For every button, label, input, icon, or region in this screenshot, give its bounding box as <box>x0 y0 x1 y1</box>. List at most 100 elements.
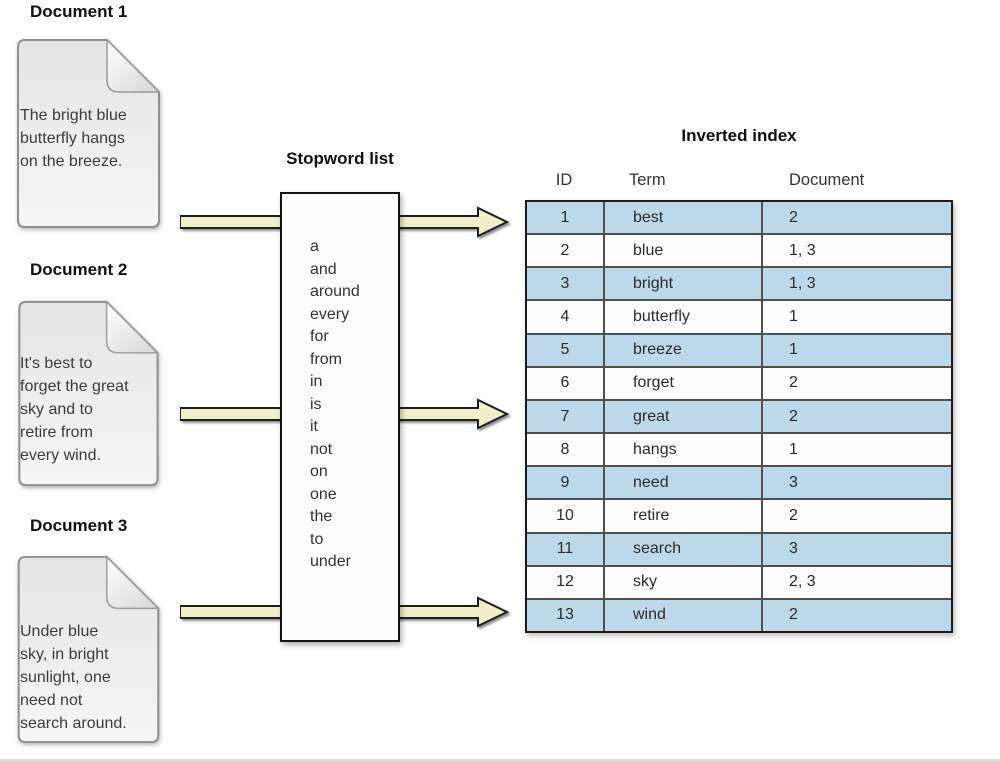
cell-term-value: blue <box>605 235 763 267</box>
text-line: butterfly hangs <box>20 130 125 147</box>
cell-id-value: 8 <box>527 434 605 466</box>
column-header-document: Document <box>789 171 865 189</box>
page-icon <box>17 38 161 228</box>
text-line: to <box>310 530 324 548</box>
page-icon <box>17 555 161 744</box>
text-line: one <box>310 485 337 503</box>
document-2: Document 2 It's best to forget the great s… <box>6 260 181 487</box>
cell-id-value: 13 <box>527 599 605 632</box>
cell-id-value: 5 <box>527 334 605 366</box>
document-3: Document 3 Under blue sky, in bright sunli… <box>6 516 181 744</box>
text-line: on <box>310 463 328 480</box>
text-line: a <box>310 238 319 255</box>
page-icon <box>18 300 160 487</box>
document-1-text: The bright blue butterfly hangs on the bre… <box>20 104 170 173</box>
cell-term-value: need <box>605 467 763 499</box>
text-line: every <box>310 305 350 323</box>
cell-term-value: sky <box>605 566 763 598</box>
cell-id-value: 4 <box>527 301 605 333</box>
text-line: every wind. <box>20 447 101 464</box>
text-line: sky and to <box>20 401 93 418</box>
text-line: not <box>310 440 333 458</box>
cell-document-value: 2 <box>789 407 798 425</box>
cell-document-value: 1 <box>789 341 798 359</box>
text-line: on the breeze. <box>20 153 123 170</box>
text-line: for <box>310 328 329 345</box>
cell-id-value: 9 <box>527 467 605 499</box>
text-line: sky, in bright <box>20 646 109 663</box>
cell-document-value: 1, 3 <box>789 241 816 259</box>
cell-id-value: 2 <box>527 235 605 267</box>
text-line: search around. <box>20 715 127 732</box>
cell-term-value: great <box>605 400 763 433</box>
text-line: forget the great <box>20 378 129 395</box>
text-line: sunlight, one <box>20 669 111 686</box>
cell-document-value: 3 <box>789 473 798 491</box>
cell-id-value: 11 <box>527 533 605 565</box>
text-line: Under blue <box>20 623 99 640</box>
inverted-index-headers: ID Term Document <box>525 171 953 190</box>
document-2-label: Document 2 <box>30 260 128 279</box>
text-line: need not <box>20 692 83 709</box>
cell-term-value: butterfly <box>605 301 763 333</box>
cell-document-value: 3 <box>789 540 798 558</box>
text-line: the <box>310 508 333 525</box>
inverted-index-title: Inverted index <box>681 126 797 145</box>
document-1: Document 1 The bright blue butterfly hang… <box>6 2 181 228</box>
document-3-text: Under blue sky, in bright sunlight, one nee… <box>20 620 170 735</box>
cell-term-value: search <box>605 533 763 565</box>
cell-id-value: 10 <box>527 500 605 532</box>
column-header-term: Term <box>629 171 666 189</box>
cell-term-value: bright <box>605 268 763 300</box>
text-line: and <box>310 260 337 278</box>
cell-term-value: breeze <box>605 334 763 366</box>
cell-term-value: wind <box>605 599 763 632</box>
text-line: retire from <box>20 424 93 441</box>
cell-id-value: 6 <box>527 367 605 399</box>
cell-term-value: best <box>605 202 763 234</box>
document-3-label: Document 3 <box>30 516 128 535</box>
cell-document-value: 2 <box>789 606 798 624</box>
cell-id-value: 1 <box>527 202 605 234</box>
image-bottom-edge <box>0 759 1000 761</box>
text-line: from <box>310 350 342 368</box>
cell-term-value: forget <box>605 367 763 399</box>
text-line: It's best to <box>20 355 93 372</box>
text-line: is <box>310 395 322 413</box>
column-header-id: ID <box>555 171 573 189</box>
cell-document-value: 1 <box>789 308 798 326</box>
cell-document-value: 2 <box>789 506 798 524</box>
cell-document-value: 1 <box>789 440 798 458</box>
document-1-label: Document 1 <box>30 2 128 21</box>
cell-term-value: hangs <box>605 434 763 466</box>
stopword-list-title: Stopword list <box>286 149 394 168</box>
cell-id-value: 7 <box>527 400 605 433</box>
cell-document-value: 2 <box>789 374 798 392</box>
text-line: around <box>310 283 360 300</box>
cell-id-value: 12 <box>527 566 605 598</box>
text-line: The bright blue <box>20 107 127 124</box>
text-line: under <box>310 553 351 570</box>
cell-term-value: retire <box>605 500 763 532</box>
cell-document-value: 2 <box>789 208 798 226</box>
cell-document-value: 1, 3 <box>789 274 816 292</box>
document-2-text: It's best to forget the great sky and to re… <box>20 352 170 467</box>
cell-document-value: 2, 3 <box>789 573 816 591</box>
